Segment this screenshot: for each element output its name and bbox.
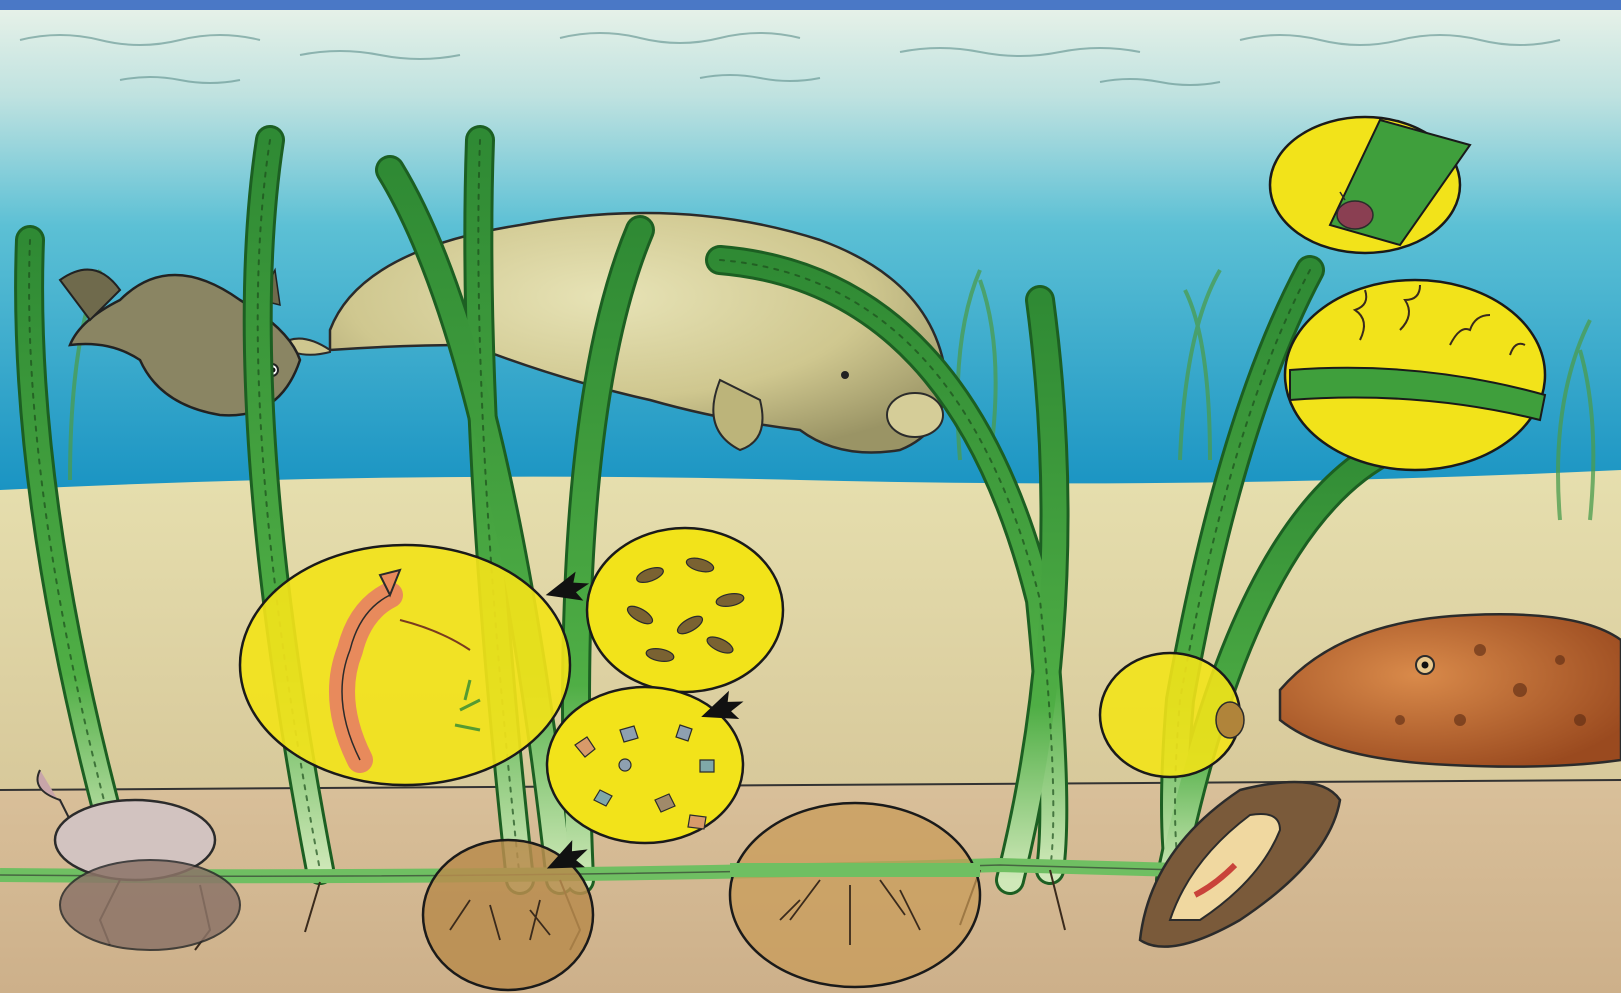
sky-strip: [0, 0, 1621, 10]
zooplankton-circle: [587, 528, 783, 692]
prawn-circle: [240, 545, 570, 785]
epiphyte-algae-circle: [1285, 280, 1545, 470]
